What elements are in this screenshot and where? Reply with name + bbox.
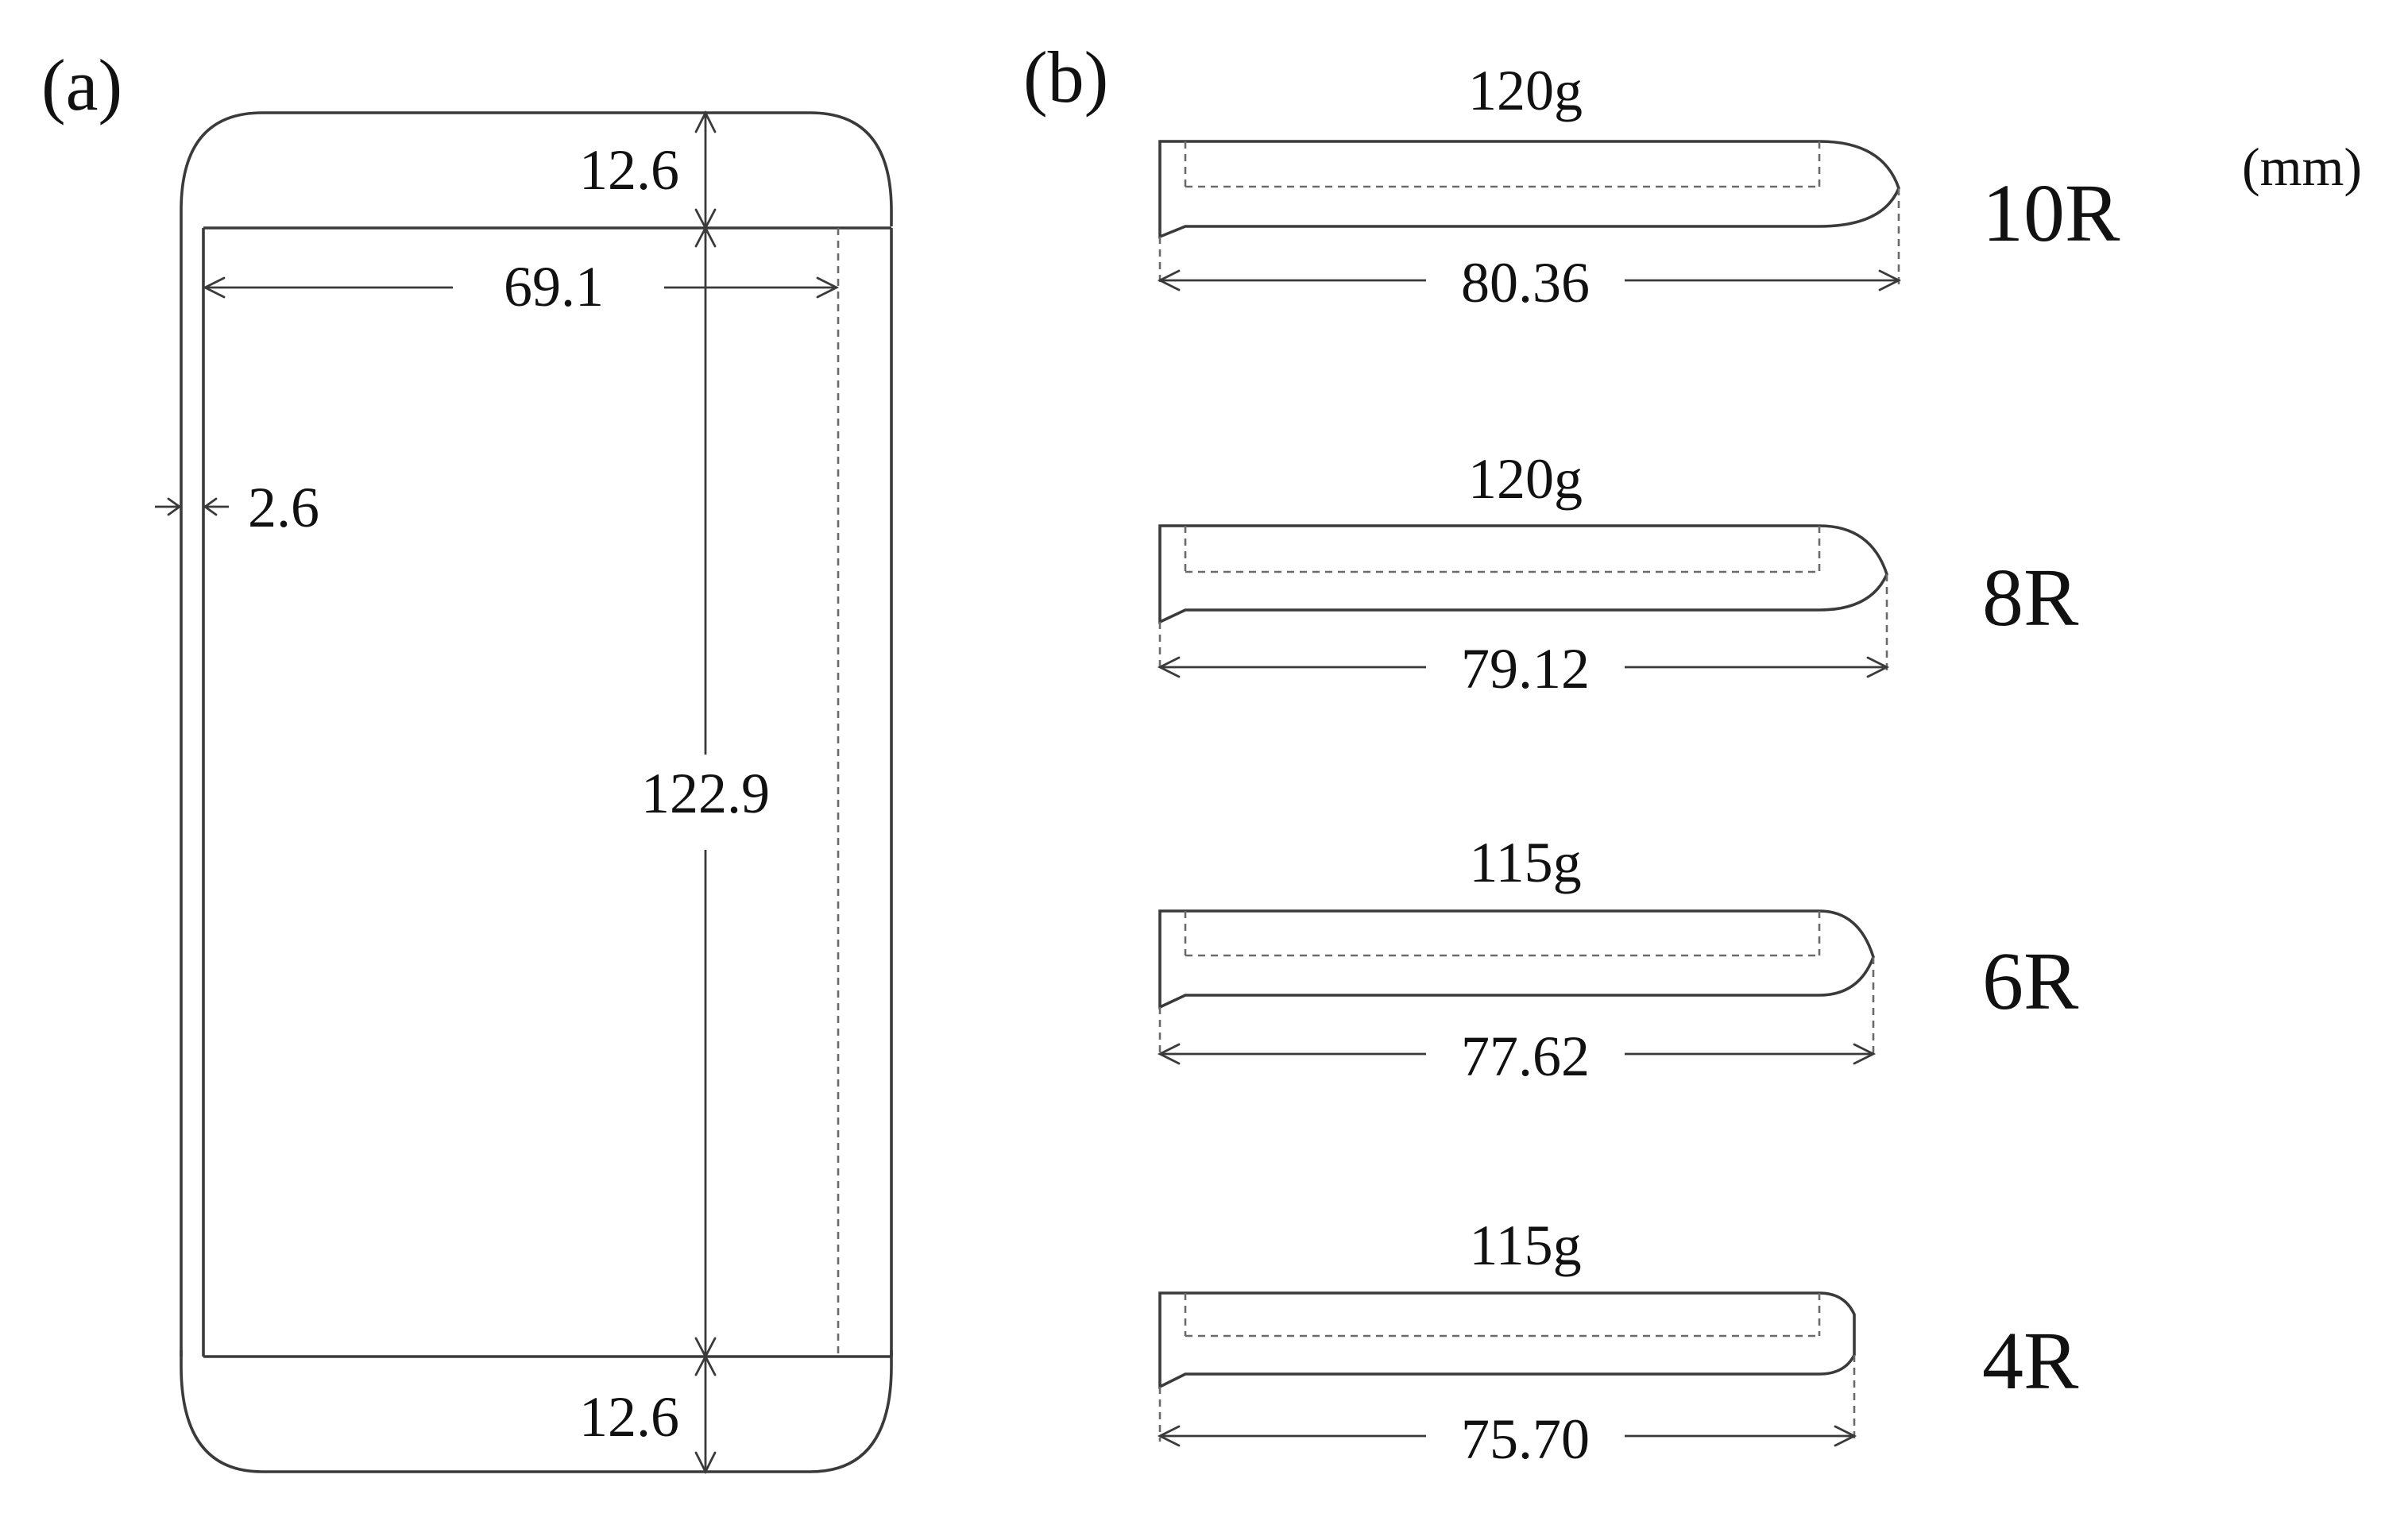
length-arrow-right <box>1853 1043 1877 1065</box>
case-outline <box>180 111 893 1473</box>
arrow-bottom <box>694 1451 717 1475</box>
height-label: 122.9 <box>641 762 770 825</box>
panel-b: (b) (mm) 120g 80.36 10R 120g <box>1023 37 2362 1471</box>
length-arrow-left <box>1157 269 1181 291</box>
length-arrow-right <box>1878 269 1902 291</box>
blade-6r: 115g 77.62 6R <box>1157 831 2079 1088</box>
panel-a: (a) 12.6 69.1 2.6 1 <box>41 44 893 1475</box>
arrow-width-left <box>202 276 226 299</box>
length-arrow-left <box>1157 1425 1181 1447</box>
arrow-width-right <box>816 276 840 299</box>
blade-10r: 120g 80.36 10R <box>1157 59 2120 315</box>
arrow-top <box>694 110 717 133</box>
blade-weight: 115g <box>1469 831 1581 894</box>
panel-a-label: (a) <box>41 44 122 125</box>
blade-weight: 115g <box>1469 1214 1581 1277</box>
blade-weight: 120g <box>1468 59 1583 122</box>
wall-thickness-label: 2.6 <box>248 476 319 539</box>
blade-type-label: 10R <box>1982 168 2120 259</box>
blade-outline <box>1158 909 1875 1009</box>
length-arrow-left <box>1157 1043 1181 1065</box>
arrow-wall-right <box>203 497 218 516</box>
blade-length: 79.12 <box>1461 637 1590 701</box>
bottom-margin-label: 12.6 <box>579 1385 679 1449</box>
blade-outline <box>1158 1291 1856 1389</box>
arrow-height-start <box>694 225 717 248</box>
length-arrow-right <box>1866 656 1890 678</box>
length-arrow-right <box>1834 1425 1857 1447</box>
blade-type-label: 8R <box>1982 552 2079 643</box>
width-label: 69.1 <box>504 255 604 318</box>
arrow-bottom-margin-start <box>694 1353 717 1376</box>
length-arrow-left <box>1157 656 1181 678</box>
blade-weight: 120g <box>1468 447 1583 511</box>
blade-outline <box>1158 140 1900 239</box>
panel-b-label: (b) <box>1023 37 1108 118</box>
blade-type-label: 6R <box>1982 936 2079 1027</box>
arrow-wall-left <box>167 497 182 516</box>
blade-length: 80.36 <box>1461 251 1590 315</box>
blade-length: 75.70 <box>1461 1407 1590 1471</box>
blade-4r: 115g 75.70 4R <box>1157 1214 2079 1471</box>
blade-length: 77.62 <box>1461 1025 1590 1088</box>
unit-label: (mm) <box>2242 137 2362 197</box>
blade-8r: 120g 79.12 8R <box>1157 447 2079 701</box>
blade-outline <box>1158 524 1888 624</box>
blade-type-label: 4R <box>1982 1315 2079 1407</box>
top-margin-label: 12.6 <box>579 138 679 202</box>
